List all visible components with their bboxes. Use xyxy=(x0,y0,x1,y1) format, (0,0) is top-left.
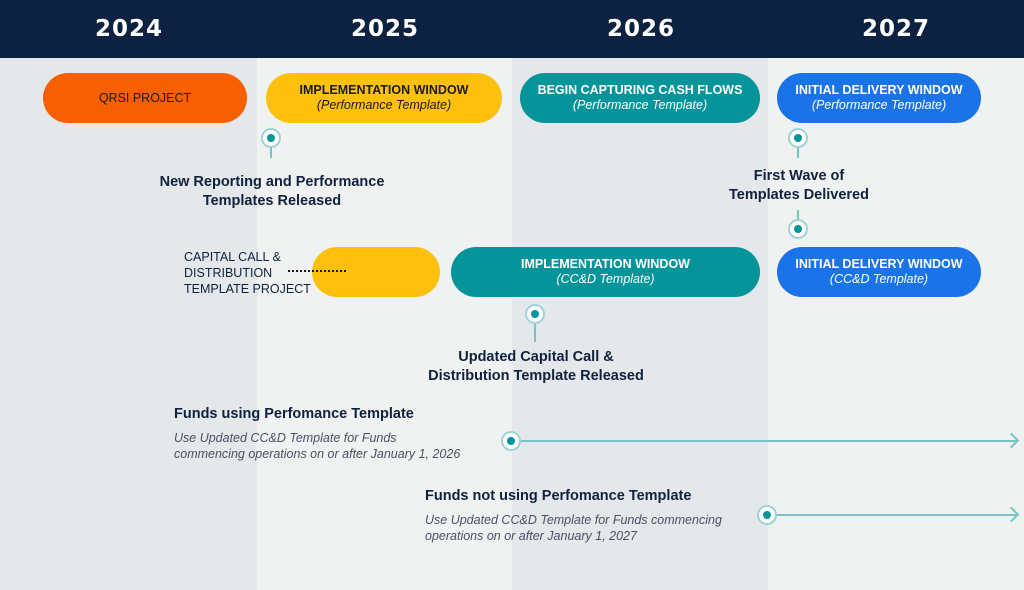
milestone-stem xyxy=(534,324,536,342)
initial-delivery-window-performance-bar: INITIAL DELIVERY WINDOW(Performance Temp… xyxy=(777,73,981,123)
timeline-start-marker-icon xyxy=(757,505,777,525)
year-2025: 2025 xyxy=(350,16,419,42)
milestone-line: First Wave of xyxy=(753,168,845,184)
milestone-marker-icon xyxy=(788,128,808,148)
timeline-start-marker-icon xyxy=(501,431,521,451)
year-header: 2024 2025 2026 2027 xyxy=(0,0,1024,58)
label-line: TEMPLATE PROJECT xyxy=(184,282,311,296)
milestone-stem xyxy=(270,148,272,158)
milestone-marker-icon xyxy=(788,219,808,239)
subtitle-line: Use Updated CC&D Template for Funds comm… xyxy=(425,513,722,527)
pill-subtitle: (Performance Template) xyxy=(572,98,708,112)
pill-title: BEGIN CAPTURING CASH FLOWS xyxy=(537,83,743,97)
timeline-arrow xyxy=(768,514,1018,516)
pill-title: IMPLEMENTATION WINDOW xyxy=(299,83,469,97)
column-2026 xyxy=(512,58,768,590)
capital-call-project-label: CAPITAL CALL & DISTRIBUTION TEMPLATE PROJE… xyxy=(184,249,311,297)
qrsi-project-bar: QRSI PROJECT xyxy=(43,73,247,123)
label-line: CAPITAL CALL & xyxy=(184,250,281,264)
milestone-first-wave: First Wave of Templates Delivered xyxy=(699,167,899,205)
pill-subtitle: (CC&D Template) xyxy=(829,272,929,286)
pill-title: INITIAL DELIVERY WINDOW xyxy=(795,83,963,97)
year-2024: 2024 xyxy=(94,16,163,42)
funds-not-using-title: Funds not using Perfomance Template xyxy=(425,488,692,504)
year-2027: 2027 xyxy=(861,16,930,42)
funds-using-subtitle: Use Updated CC&D Template for Funds comme… xyxy=(174,430,460,462)
milestone-marker-icon xyxy=(525,304,545,324)
funds-not-using-subtitle: Use Updated CC&D Template for Funds comm… xyxy=(425,512,722,544)
dotted-connector xyxy=(288,270,346,272)
milestone-stem xyxy=(797,148,799,158)
column-2024 xyxy=(0,58,257,590)
timeline-arrow xyxy=(511,440,1018,442)
milestone-line: New Reporting and Performance xyxy=(159,174,385,190)
capital-call-project-bar xyxy=(312,247,440,297)
label-line: DISTRIBUTION xyxy=(184,266,273,280)
milestone-line: Templates Released xyxy=(202,193,342,209)
milestone-ccd-released: Updated Capital Call & Distribution Templ… xyxy=(386,348,686,386)
pill-title: INITIAL DELIVERY WINDOW xyxy=(795,257,963,271)
implementation-window-performance-bar: IMPLEMENTATION WINDOW(Performance Templa… xyxy=(266,73,502,123)
pill-title: IMPLEMENTATION WINDOW xyxy=(521,257,690,271)
year-2026: 2026 xyxy=(606,16,675,42)
implementation-window-ccd-bar: IMPLEMENTATION WINDOW(CC&D Template) xyxy=(451,247,760,297)
milestone-line: Updated Capital Call & xyxy=(458,349,614,365)
milestone-line: Templates Delivered xyxy=(729,187,869,203)
initial-delivery-window-ccd-bar: INITIAL DELIVERY WINDOW(CC&D Template) xyxy=(777,247,981,297)
subtitle-line: operations on or after January 1, 2027 xyxy=(425,529,637,543)
pill-title: QRSI PROJECT xyxy=(98,90,192,105)
subtitle-line: commencing operations on or after Januar… xyxy=(174,447,461,461)
begin-capturing-cash-flows-bar: BEGIN CAPTURING CASH FLOWS(Performance T… xyxy=(520,73,760,123)
milestone-stem xyxy=(797,210,799,220)
milestone-line: Distribution Template Released xyxy=(428,368,644,384)
pill-subtitle: (CC&D Template) xyxy=(556,272,655,286)
pill-subtitle: (Performance Template) xyxy=(316,98,452,112)
pill-subtitle: (Performance Template) xyxy=(811,98,947,112)
milestone-marker-icon xyxy=(261,128,281,148)
column-2027 xyxy=(768,58,1024,590)
subtitle-line: Use Updated CC&D Template for Funds xyxy=(174,431,397,445)
funds-using-title: Funds using Perfomance Template xyxy=(174,406,414,422)
column-2025 xyxy=(257,58,512,590)
